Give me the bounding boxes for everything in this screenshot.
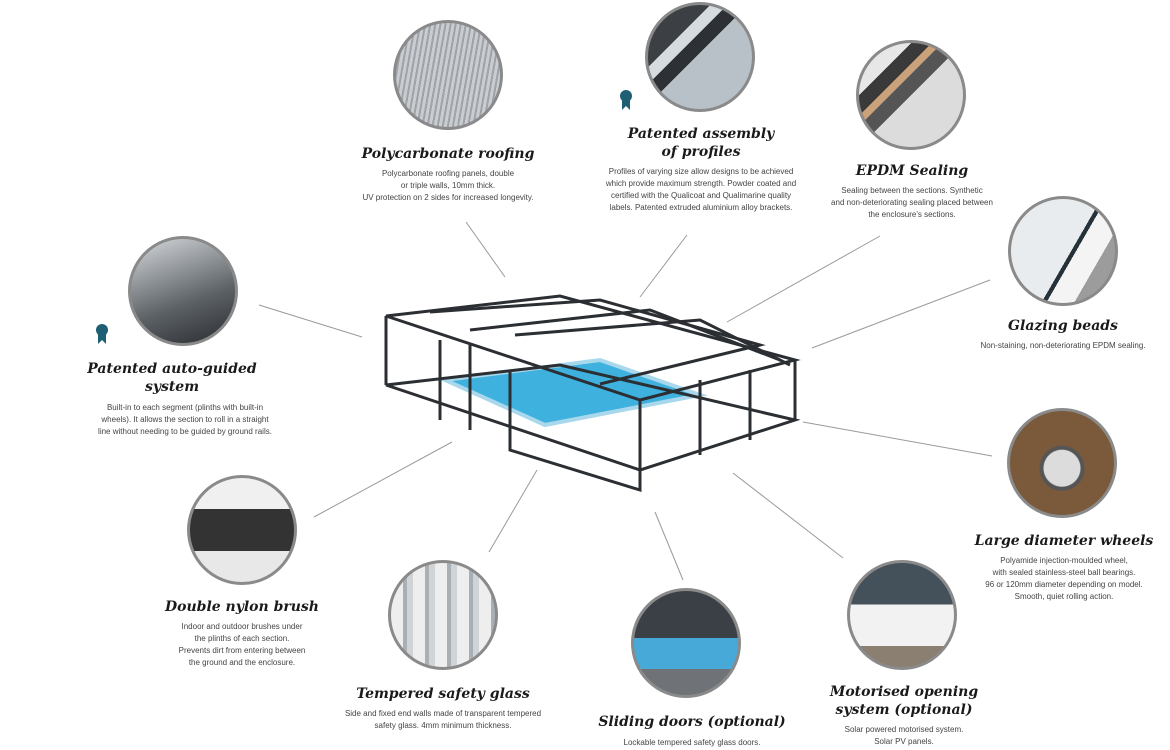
- feature-desc: Profiles of varying size allow designs t…: [605, 167, 797, 212]
- glazing-beads-photo: [1008, 196, 1118, 306]
- award-ribbon-icon: [620, 90, 632, 110]
- leader-line: [313, 441, 453, 518]
- feature-desc: Polyamide injection-moulded wheel,with s…: [985, 556, 1143, 601]
- feature-title: Tempered safety glass: [356, 686, 530, 702]
- feature-desc: Non-staining, non-deteriorating EPDM sea…: [980, 341, 1146, 350]
- feature-title: Sliding doors (optional): [598, 714, 786, 730]
- feature-title: Glazing beads: [1008, 318, 1118, 334]
- leader-line: [732, 472, 844, 559]
- polycarbonate-roofing-photo: [393, 20, 503, 130]
- motorised-system-photo: [847, 560, 957, 670]
- leader-line: [654, 511, 684, 581]
- enclosure-illustration: [384, 294, 801, 493]
- feature-desc: Lockable tempered safety glass doors.: [623, 738, 761, 747]
- nylon-brush-photo: [187, 475, 297, 585]
- feature-title: Polycarbonate roofing: [361, 146, 535, 162]
- leader-line: [488, 469, 538, 553]
- leader-line: [258, 304, 363, 338]
- leader-line: [811, 279, 991, 349]
- sliding-doors-photo: [631, 588, 741, 698]
- feature-desc: Side and fixed end walls made of transpa…: [344, 709, 542, 730]
- feature-desc: Built-in to each segment (plinths with b…: [98, 403, 272, 436]
- leader-line: [465, 221, 506, 278]
- leader-line: [802, 421, 993, 457]
- feature-title: Double nylon brush: [165, 599, 319, 615]
- epdm-sealing-photo: [856, 40, 966, 150]
- leader-line: [726, 235, 881, 323]
- feature-title: Large diameter wheels: [974, 533, 1154, 549]
- award-ribbon-icon: [96, 324, 108, 344]
- feature-desc: Solar powered motorised system.Solar PV …: [844, 725, 964, 746]
- auto-guided-system-photo: [128, 236, 238, 346]
- feature-title: EPDM Sealing: [855, 163, 969, 179]
- large-wheels-photo: [1007, 408, 1117, 518]
- leader-line: [639, 234, 688, 298]
- profiles-assembly-photo: [645, 2, 755, 112]
- tempered-glass-photo: [388, 560, 498, 670]
